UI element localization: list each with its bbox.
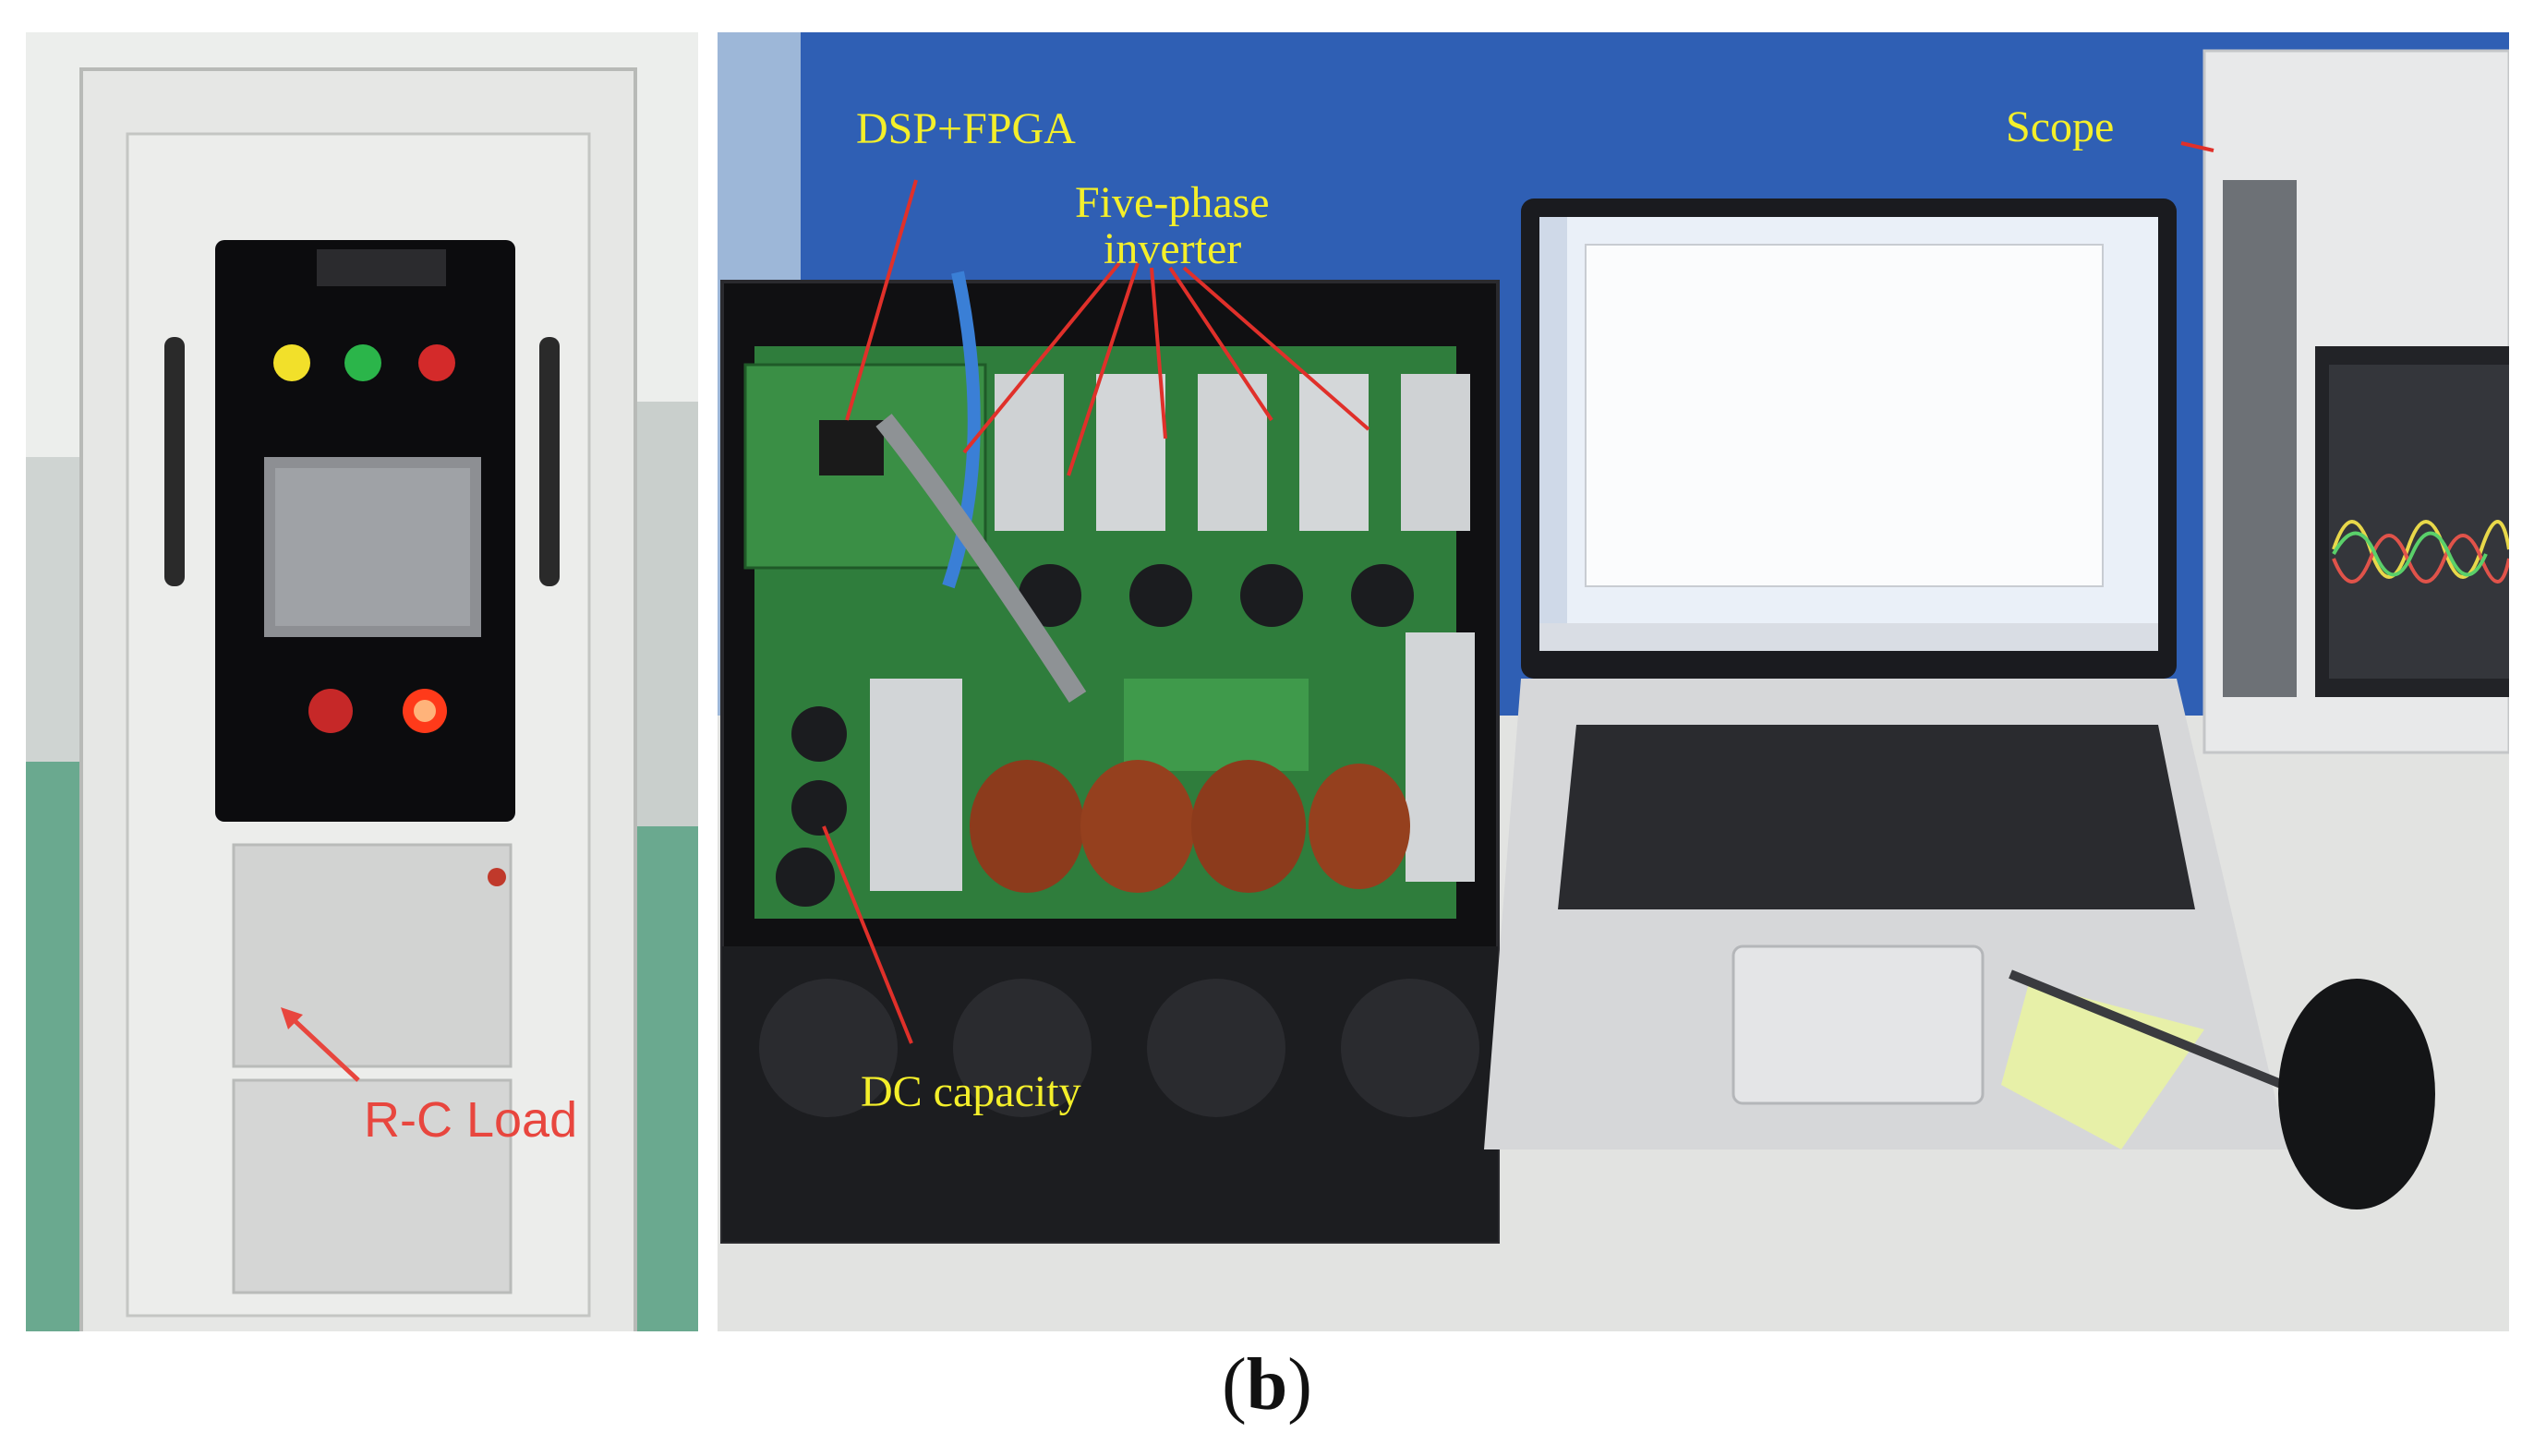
dc-capacity-label: DC capacity xyxy=(861,1067,1081,1116)
dsp-fpga-label: DSP+FPGA xyxy=(856,104,1076,153)
annotation-arrows xyxy=(822,141,2214,1044)
test-bench-photo: DSP+FPGA Five-phase inverter Scope DC ca… xyxy=(718,32,2509,1331)
caption-close: ) xyxy=(1287,1344,1312,1426)
rc-load-arrow xyxy=(284,1011,360,1082)
rc-load-label: R-C Load xyxy=(364,1092,577,1148)
five-phase-label: Five-phase xyxy=(1075,178,1270,227)
inverter-label: inverter xyxy=(1104,224,1241,273)
rc-load-photo: R-C Load xyxy=(26,32,698,1331)
figure-caption: (b) xyxy=(0,1343,2534,1427)
caption-open: ( xyxy=(1222,1344,1247,1426)
scope-label: Scope xyxy=(2006,102,2114,151)
caption-letter: b xyxy=(1246,1344,1288,1426)
test-bench-illustration: DSP+FPGA Five-phase inverter Scope DC ca… xyxy=(718,32,2509,1331)
rc-load-cabinet-illustration: R-C Load xyxy=(26,32,698,1331)
